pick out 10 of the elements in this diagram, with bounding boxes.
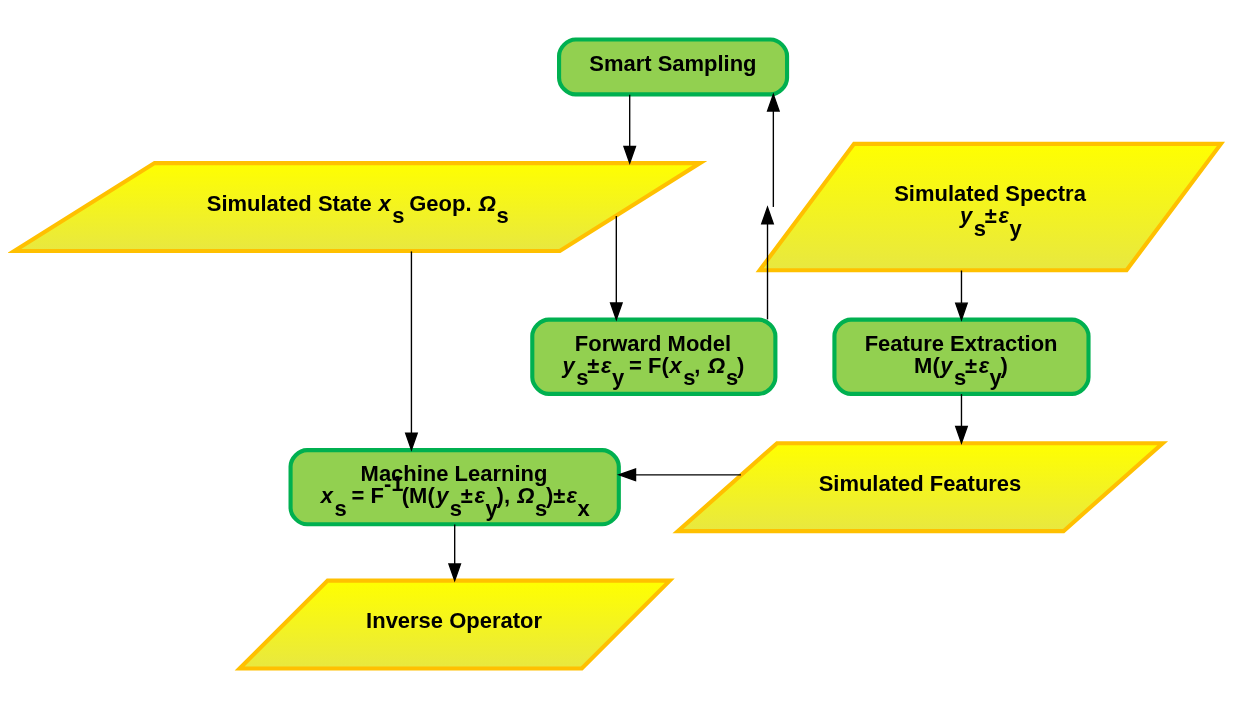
node-box: Smart Sampling	[557, 36, 790, 96]
arrow	[617, 467, 742, 482]
arrow	[622, 93, 637, 165]
arrow	[766, 91, 781, 208]
arrow	[954, 392, 969, 445]
arrow	[447, 523, 462, 583]
arrow	[760, 204, 775, 320]
arrow	[404, 250, 419, 452]
arrow	[609, 214, 624, 321]
arrow	[954, 269, 969, 322]
